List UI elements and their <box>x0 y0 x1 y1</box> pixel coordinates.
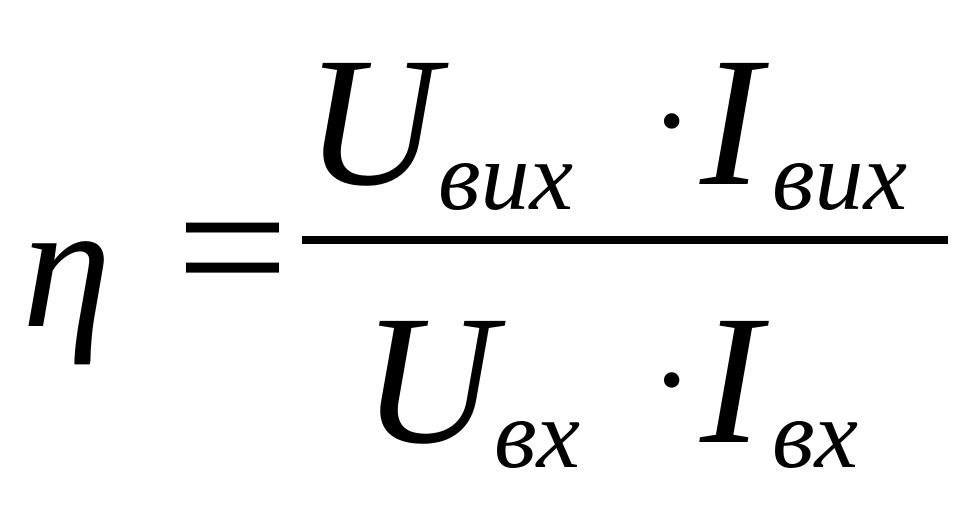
denominator-current-symbol: I <box>700 278 762 483</box>
denominator-voltage-subscript: вх <box>494 381 581 489</box>
denominator-multiply-dot: · <box>650 308 694 452</box>
efficiency-symbol: η <box>22 166 112 365</box>
denominator-current-subscript: вх <box>772 381 859 489</box>
fraction-bar <box>302 236 948 244</box>
numerator-voltage-subscript: вих <box>438 123 574 231</box>
equals-sign: = <box>176 137 289 358</box>
numerator-voltage-symbol: U <box>305 20 439 225</box>
numerator-current-symbol: I <box>700 20 762 225</box>
numerator-current-subscript: вих <box>772 123 908 231</box>
denominator-voltage-symbol: U <box>362 278 496 483</box>
numerator-multiply-dot: · <box>650 49 694 193</box>
